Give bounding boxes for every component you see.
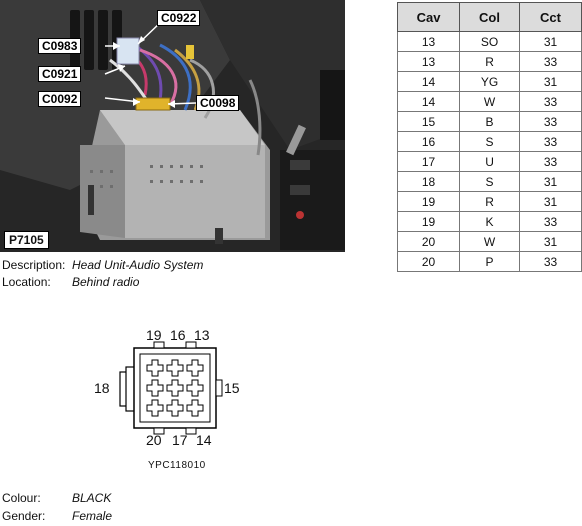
pin-label-13: 13 bbox=[194, 327, 210, 343]
cell-col: S bbox=[459, 131, 521, 152]
pin-label-18: 18 bbox=[94, 380, 110, 396]
cell-cct: 33 bbox=[519, 251, 582, 272]
cell-cav: 14 bbox=[396, 71, 461, 92]
gender-value: Female bbox=[72, 509, 113, 523]
cell-cav: 16 bbox=[396, 131, 461, 152]
cell-col: P bbox=[459, 251, 521, 272]
connector-face-diagram: 19 16 13 18 15 20 17 14 bbox=[90, 322, 260, 448]
header-cav: Cav bbox=[396, 2, 461, 32]
cell-col: YG bbox=[459, 71, 521, 92]
cell-cav: 14 bbox=[396, 91, 461, 112]
cell-cct: 33 bbox=[519, 91, 582, 112]
header-cct: Cct bbox=[519, 2, 582, 32]
header-col: Col bbox=[459, 2, 521, 32]
colour-label: Colour: bbox=[2, 491, 41, 505]
cell-cct: 33 bbox=[519, 211, 582, 232]
cell-cav: 20 bbox=[396, 231, 461, 252]
callout-c0092: C0092 bbox=[38, 91, 82, 107]
cell-col: K bbox=[459, 211, 521, 232]
component-photo: C0922 C0983 C0921 C0092 C0098 P7105 bbox=[0, 0, 345, 252]
table-header-row: Cav Col Cct bbox=[396, 2, 582, 32]
cell-cav: 19 bbox=[396, 191, 461, 212]
cell-cav: 19 bbox=[396, 211, 461, 232]
cell-cct: 33 bbox=[519, 111, 582, 132]
pin-label-16: 16 bbox=[170, 327, 186, 343]
cell-cct: 31 bbox=[519, 171, 582, 192]
photo-illustration bbox=[0, 0, 345, 252]
diagram-code: YPC118010 bbox=[148, 460, 206, 471]
connector-outline bbox=[119, 341, 223, 435]
gender-label: Gender: bbox=[2, 509, 46, 523]
callout-c0098: C0098 bbox=[196, 95, 240, 111]
cell-cav: 18 bbox=[396, 171, 461, 192]
pin-label-20: 20 bbox=[146, 432, 162, 448]
colour-value: BLACK bbox=[72, 491, 112, 505]
cell-col: U bbox=[459, 151, 521, 172]
cell-col: R bbox=[459, 51, 521, 72]
callout-c0922: C0922 bbox=[157, 10, 201, 26]
cell-col: W bbox=[459, 231, 521, 252]
cell-col: SO bbox=[459, 31, 521, 52]
cell-col: S bbox=[459, 171, 521, 192]
photo-id-label: P7105 bbox=[4, 231, 49, 249]
description-label: Description: bbox=[2, 258, 66, 272]
location-label: Location: bbox=[2, 275, 51, 289]
cell-cct: 31 bbox=[519, 191, 582, 212]
cell-cct: 33 bbox=[519, 131, 582, 152]
cell-cav: 20 bbox=[396, 251, 461, 272]
cell-cav: 15 bbox=[396, 111, 461, 132]
cell-cav: 17 bbox=[396, 151, 461, 172]
cell-cct: 31 bbox=[519, 231, 582, 252]
cell-cct: 31 bbox=[519, 31, 582, 52]
pin-label-19: 19 bbox=[146, 327, 162, 343]
cell-col: R bbox=[459, 191, 521, 212]
cell-cav: 13 bbox=[396, 51, 461, 72]
pin-label-14: 14 bbox=[196, 432, 212, 448]
cell-col: B bbox=[459, 111, 521, 132]
cell-cct: 31 bbox=[519, 71, 582, 92]
cell-cav: 13 bbox=[396, 31, 461, 52]
callout-c0921: C0921 bbox=[38, 66, 82, 82]
location-value: Behind radio bbox=[72, 275, 140, 289]
cell-col: W bbox=[459, 91, 521, 112]
cell-cct: 33 bbox=[519, 51, 582, 72]
callout-c0983: C0983 bbox=[38, 38, 82, 54]
description-value: Head Unit-Audio System bbox=[72, 258, 204, 272]
pin-label-17: 17 bbox=[172, 432, 188, 448]
cell-cct: 33 bbox=[519, 151, 582, 172]
pin-label-15: 15 bbox=[224, 380, 240, 396]
